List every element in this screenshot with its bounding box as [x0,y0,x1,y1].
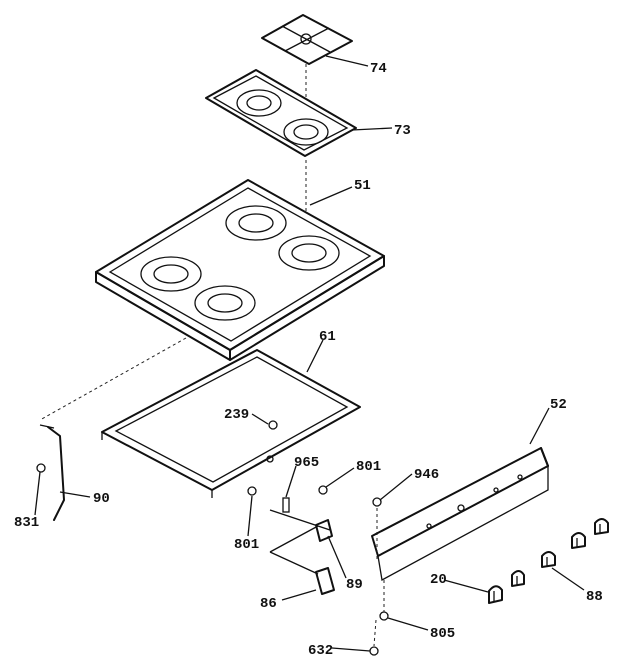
label-51: 51 [354,178,371,194]
cooktop [95,179,385,361]
label-52: 52 [550,397,567,413]
label-239: 239 [224,407,249,423]
knob [488,585,503,604]
support-rod [36,424,65,521]
screws [369,497,389,656]
knob [594,518,609,535]
label-831: 831 [14,515,39,531]
part-labels: 74 73 51 61 239 52 965 801 946 90 831 80… [14,61,603,659]
label-801-bottom: 801 [234,537,259,553]
support-frame [101,349,361,498]
leader-lines [34,55,585,652]
label-946: 946 [414,467,439,483]
label-632: 632 [308,643,333,659]
leader-dash [39,337,187,421]
bracket-parts [247,485,335,595]
label-89: 89 [346,577,363,593]
label-88: 88 [586,589,603,605]
label-74: 74 [370,61,387,77]
label-90: 90 [93,491,110,507]
knob [571,532,586,549]
label-20: 20 [430,572,447,588]
burner-grate [261,14,353,65]
label-86: 86 [260,596,277,612]
drip-pan-assembly [205,69,357,157]
label-801-top: 801 [356,459,381,475]
label-61: 61 [319,329,336,345]
label-73: 73 [394,123,411,139]
knobs [488,518,609,604]
label-965: 965 [294,455,319,471]
knob [541,551,556,568]
label-805: 805 [430,626,455,642]
knob [511,570,525,587]
control-panel [371,447,549,582]
